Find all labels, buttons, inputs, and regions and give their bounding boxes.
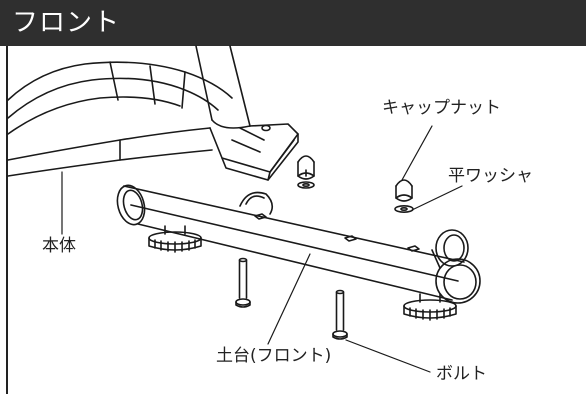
- cap-nut-center: [297, 155, 315, 189]
- front-base-bar: [116, 184, 481, 321]
- bolt-right: [332, 289, 348, 340]
- cap-nut-right: [394, 179, 414, 214]
- left-border-line: [6, 46, 8, 394]
- section-header: フロント: [0, 0, 586, 46]
- section-title: フロント: [12, 8, 121, 38]
- main-body-frame: [7, 45, 299, 181]
- label-flat-washer: 平ワッシャ: [448, 166, 533, 186]
- label-main-body: 本体: [42, 236, 76, 256]
- label-bolt: ボルト: [436, 364, 487, 384]
- leader-lines: [61, 125, 463, 373]
- label-cap-nut: キャップナット: [382, 98, 501, 118]
- label-front-base: 土台(フロント): [216, 346, 332, 366]
- bolt-left: [235, 257, 251, 308]
